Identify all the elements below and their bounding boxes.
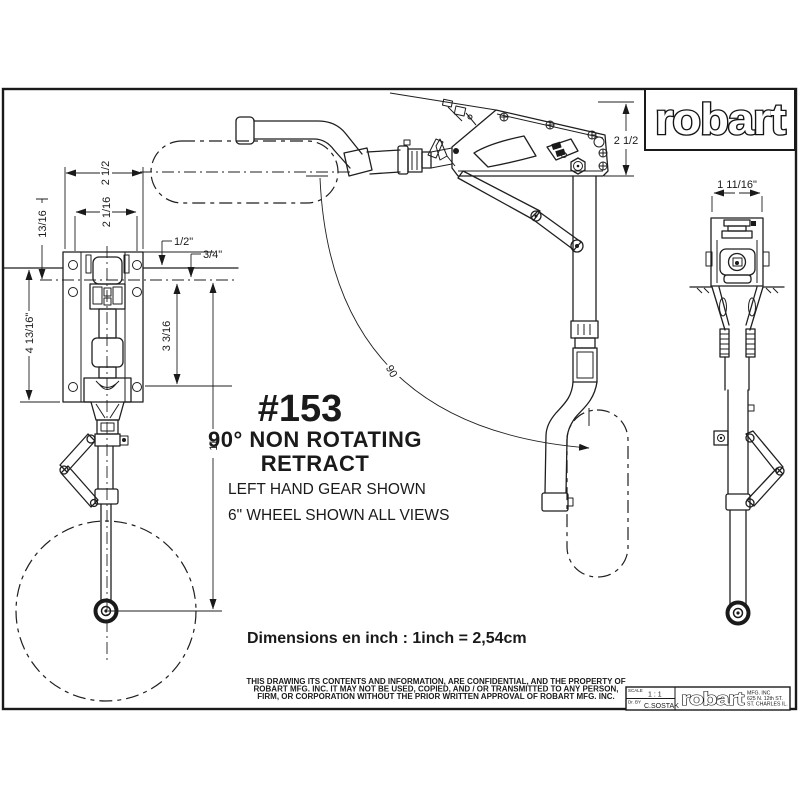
dim-label: 2 1/2: [614, 135, 638, 147]
mount-hardware: [435, 98, 477, 167]
title-line1: 90° NON ROTATING: [208, 427, 422, 452]
main-label-block: #153 90° NON ROTATING RETRACT LEFT HAND …: [208, 388, 449, 524]
gear-strut-front: [83, 256, 132, 602]
retract-body-plate: [451, 109, 609, 177]
title-block: SCALE 1 : 1 Dr. BY C.SOSTAK robart MFG. …: [625, 686, 791, 711]
brand-box: robart: [644, 88, 796, 151]
dim-front-top-offset: 13/16: [36, 198, 49, 280]
note-line2: 6" WHEEL SHOWN ALL VIEWS: [228, 507, 449, 524]
scissor-link-rear: [745, 430, 785, 508]
dim-front-pivot-offset: 3/4": [187, 249, 222, 278]
dim-front-lower-span: 3 3/16: [145, 283, 232, 387]
yoke: [83, 377, 132, 421]
dim-front-inner-width: 2 1/16: [74, 197, 138, 251]
mounting-plate: [62, 251, 144, 403]
scissor-link-front: [59, 433, 99, 508]
lock-slot: [546, 138, 579, 161]
wheel-outline-side: [566, 409, 629, 578]
dim-front-outer-width: 2 1/2: [64, 161, 144, 249]
swing-angle-label: 90: [383, 363, 400, 380]
drawn-by-value: C.SOSTAK: [644, 703, 679, 710]
fork-yoke-rear: [711, 286, 764, 391]
dim-label: 11": [208, 435, 220, 450]
hex-nut: [570, 157, 586, 175]
gear-strut-side: [541, 175, 599, 512]
dim-front-plate-height: 4 13/16": [20, 269, 60, 403]
dim-front-gear-length: 11": [108, 282, 222, 612]
dim-side-body-height: 2 1/2: [598, 101, 638, 177]
front-view-extended-gear: [3, 246, 239, 702]
dim-label: 2 1/16: [101, 197, 113, 228]
retract-unit-rear: [705, 217, 770, 287]
part-number: #153: [258, 388, 343, 430]
retracted-strut: [235, 116, 453, 177]
brand-logo: robart: [655, 95, 786, 144]
side-view-retract-unit: [389, 92, 629, 578]
units-note: Dimensions en inch : 1inch = 2,54cm: [247, 630, 527, 647]
drawn-by-label: Dr. BY: [628, 700, 641, 705]
wing-flange: [689, 286, 785, 294]
axle-hub-rear: [725, 600, 751, 626]
scale-label: SCALE: [628, 688, 643, 693]
brand-logo-small: robart: [681, 689, 744, 709]
address-line2: 625 N. 12th ST.: [747, 696, 783, 702]
note-line1: LEFT HAND GEAR SHOWN: [228, 481, 426, 498]
dim-label: 4 13/16": [24, 313, 36, 354]
dim-label: 3 3/16: [161, 321, 173, 352]
address-line1: MFG. INC: [747, 691, 771, 697]
swing-arc: 90: [306, 175, 590, 451]
drawing-frame: [1, 87, 798, 711]
legal-line1: THIS DRAWING ITS CONTENTS AND INFORMATIO…: [246, 677, 625, 686]
address-line3: ST. CHARLES IL.: [747, 702, 788, 708]
title-line2: RETRACT: [261, 451, 370, 476]
lightening-cutout: [473, 135, 537, 168]
scale-value: 1 : 1: [648, 692, 662, 699]
legal-line3: FIRM, OR CORPORATION WITHOUT THE PRIOR W…: [257, 692, 614, 701]
screw-heads: [499, 112, 608, 171]
retracted-gear-position: [140, 116, 453, 204]
drag-brace-links: [457, 170, 584, 253]
dim-label: 3/4": [203, 249, 222, 261]
dim-label: 2 1/2: [100, 161, 112, 185]
dim-label: 13/16: [37, 210, 49, 238]
dim-rear-width: 1 11/16": [711, 179, 763, 212]
legal-line2: ROBART MFG. INC. IT MAY NOT BE USED, COP…: [254, 685, 619, 694]
dim-front-rail-offset: 1/2": [143, 236, 214, 266]
legal-text: THIS DRAWING ITS CONTENTS AND INFORMATIO…: [246, 677, 625, 701]
rear-view-gear: [689, 217, 785, 626]
dim-label: 1 11/16": [717, 179, 757, 191]
dim-label: 1/2": [174, 236, 193, 248]
